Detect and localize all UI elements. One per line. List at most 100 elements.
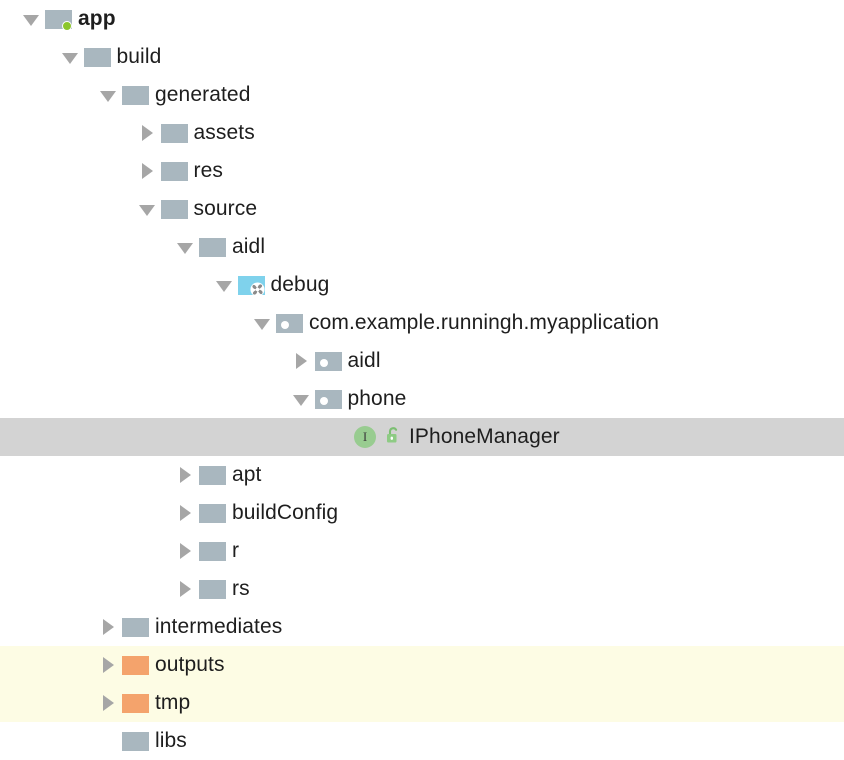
indent-spacer (0, 475, 172, 476)
tree-row[interactable]: res (0, 152, 844, 190)
indent-spacer (0, 741, 95, 742)
indent-spacer (0, 665, 95, 666)
toggle-spacer (95, 728, 121, 754)
chevron-right-icon[interactable] (134, 120, 160, 146)
tree-row-label: libs (155, 729, 187, 752)
chevron-down-icon[interactable] (172, 234, 198, 260)
gradle-pinwheel-icon (249, 282, 265, 297)
excluded-folder-icon (121, 652, 151, 678)
tree-row-label: phone (347, 387, 407, 410)
chevron-right-icon[interactable] (134, 158, 160, 184)
indent-spacer (0, 19, 18, 20)
indent-spacer (0, 171, 134, 172)
tree-row-label: generated (155, 83, 251, 106)
chevron-right-icon[interactable] (95, 652, 121, 678)
tree-row[interactable]: assets (0, 114, 844, 152)
folder-icon (121, 614, 151, 640)
indent-spacer (0, 703, 95, 704)
package-dot-icon (319, 397, 328, 405)
tree-row-label: aidl (347, 349, 381, 372)
indent-spacer (0, 551, 172, 552)
indent-spacer (0, 323, 249, 324)
tree-row-label: build (116, 45, 162, 68)
folder-icon (198, 576, 228, 602)
chevron-down-icon[interactable] (18, 6, 44, 32)
indent-spacer (0, 95, 95, 96)
package-dot-icon (319, 359, 328, 367)
indent-spacer (0, 247, 172, 248)
folder-icon (198, 462, 228, 488)
chevron-down-icon[interactable] (288, 386, 314, 412)
indent-spacer (0, 589, 172, 590)
tree-row[interactable]: com.example.runningh.myapplication (0, 304, 844, 342)
chevron-down-icon[interactable] (211, 272, 237, 298)
tree-row-label: tmp (155, 691, 191, 714)
folder-icon (160, 120, 190, 146)
chevron-right-icon[interactable] (172, 538, 198, 564)
tree-row-label: buildConfig (232, 501, 339, 524)
chevron-down-icon[interactable] (57, 44, 83, 70)
tree-row[interactable]: outputs (0, 646, 844, 684)
tree-row[interactable]: intermediates (0, 608, 844, 646)
indent-spacer (0, 627, 95, 628)
chevron-right-icon[interactable] (172, 500, 198, 526)
tree-row-label: com.example.runningh.myapplication (309, 311, 660, 334)
folder-icon (160, 158, 190, 184)
tree-row-label: IPhoneManager (409, 425, 560, 448)
tree-row[interactable]: buildConfig (0, 494, 844, 532)
package-dot-icon (281, 321, 289, 329)
public-unlocked-icon (383, 425, 405, 449)
interface-letter: I (362, 429, 368, 444)
tree-row[interactable]: aidl (0, 228, 844, 266)
tree-row[interactable]: r (0, 532, 844, 570)
chevron-down-icon[interactable] (134, 196, 160, 222)
tree-row[interactable]: apt (0, 456, 844, 494)
tree-row[interactable]: libs (0, 722, 844, 760)
indent-spacer (0, 209, 134, 210)
folder-icon (198, 234, 228, 260)
tree-row-label: intermediates (155, 615, 283, 638)
tree-row[interactable]: source (0, 190, 844, 228)
tree-row-label: aidl (232, 235, 266, 258)
package-folder-icon (275, 310, 305, 336)
tree-row-label: assets (193, 121, 255, 144)
gradle-folder-icon (237, 272, 267, 298)
chevron-down-icon[interactable] (95, 82, 121, 108)
chevron-right-icon[interactable] (95, 614, 121, 640)
excluded-folder-icon (121, 690, 151, 716)
toggle-spacer (326, 424, 352, 450)
tree-row[interactable]: app (0, 0, 844, 38)
folder-icon (198, 500, 228, 526)
chevron-right-icon[interactable] (288, 348, 314, 374)
tree-row[interactable]: tmp (0, 684, 844, 722)
indent-spacer (0, 133, 134, 134)
tree-row[interactable]: build (0, 38, 844, 76)
tree-row[interactable]: phone (0, 380, 844, 418)
module-folder-icon (44, 6, 74, 32)
tree-row[interactable]: debug (0, 266, 844, 304)
indent-spacer (0, 57, 57, 58)
tree-row[interactable]: generated (0, 76, 844, 114)
folder-icon (83, 44, 113, 70)
chevron-right-icon[interactable] (95, 690, 121, 716)
indent-spacer (0, 399, 288, 400)
tree-row-label: debug (270, 273, 330, 296)
tree-row[interactable]: aidl (0, 342, 844, 380)
folder-icon (198, 538, 228, 564)
chevron-right-icon[interactable] (172, 576, 198, 602)
indent-spacer (0, 513, 172, 514)
tree-row-label: rs (232, 577, 250, 600)
tree-row[interactable]: rs (0, 570, 844, 608)
indent-spacer (0, 437, 326, 438)
tree-row-label: app (78, 7, 116, 30)
tree-row[interactable]: I IPhoneManager (0, 418, 844, 456)
tree-row-label: res (193, 159, 223, 182)
chevron-down-icon[interactable] (249, 310, 275, 336)
tree-row-label: apt (232, 463, 262, 486)
indent-spacer (0, 361, 288, 362)
chevron-right-icon[interactable] (172, 462, 198, 488)
tree-row-label: source (193, 197, 258, 220)
package-folder-icon (314, 386, 344, 412)
folder-icon (121, 82, 151, 108)
